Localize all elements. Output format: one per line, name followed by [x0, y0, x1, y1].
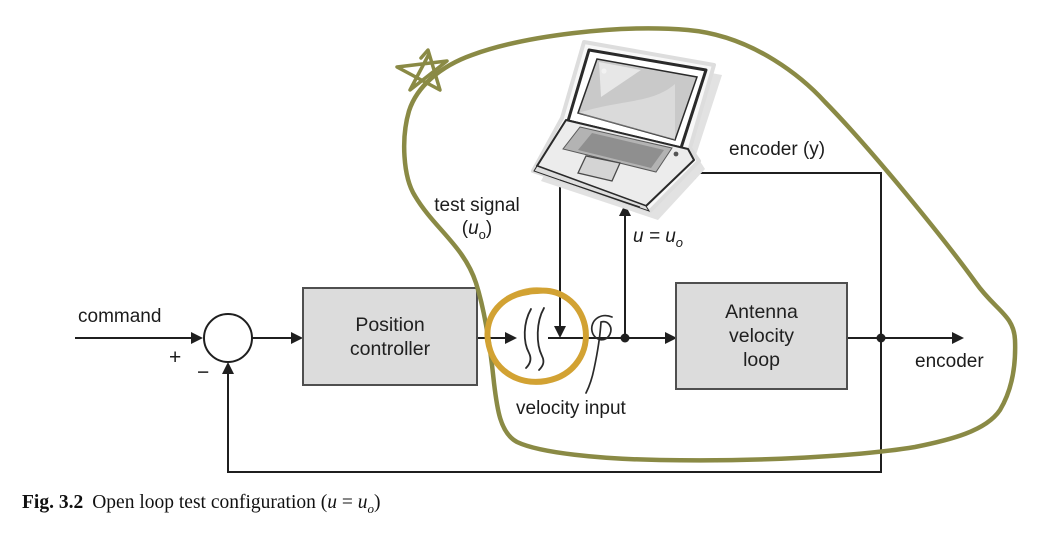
encoder-out-label: encoder — [915, 351, 984, 372]
command-label: command — [78, 306, 162, 327]
test-signal-label: test signal (uo) — [408, 194, 546, 246]
laptop-power-dot — [673, 151, 679, 157]
laptop-front-edge — [533, 165, 651, 212]
arrowhead-at-break — [505, 332, 517, 344]
squiggle-pointer — [585, 314, 613, 394]
figure-caption-var-u2: u — [357, 492, 368, 513]
hand-drawn-loop-annotation — [395, 26, 1018, 463]
plus-sign: + — [169, 346, 182, 369]
break-symbol-right — [536, 307, 545, 371]
arrowhead-into-antenna — [665, 332, 677, 344]
laptop-icon — [531, 40, 722, 220]
encoder-y-line — [696, 172, 882, 338]
test-signal-paren-open: ( — [461, 218, 469, 239]
position-controller-line1: Position — [355, 313, 425, 336]
laptop-webcam-dot — [601, 68, 607, 74]
figure-caption-equals: = — [337, 492, 358, 513]
test-signal-text: test signal — [434, 195, 520, 216]
figure-caption-sub-o: o — [367, 500, 375, 516]
u-tap-dot — [620, 333, 630, 343]
antenna-velocity-loop-label: Antenna velocity loop — [676, 283, 847, 389]
arrowhead-u-into-laptop — [619, 204, 631, 216]
antenna-line3: loop — [743, 349, 780, 371]
arrowhead-encoder-out — [952, 332, 964, 344]
arrowhead-into-junction — [191, 332, 203, 344]
antenna-line1: Antenna — [725, 301, 798, 323]
laptop-screen-glare — [599, 62, 641, 97]
position-controller-label: Position controller — [303, 288, 477, 385]
star-doodle-icon — [395, 48, 449, 92]
u-equals-text: u = u — [633, 226, 676, 247]
summing-junction — [203, 313, 253, 363]
orange-circle-path — [484, 287, 589, 385]
test-signal-sub: o — [478, 226, 486, 242]
encoder-tap-dot — [876, 333, 886, 343]
u-equals-sub: o — [675, 234, 684, 250]
signal-lines — [75, 172, 952, 473]
arrowhead-into-controller — [291, 332, 303, 344]
u-equals-label: u = uo — [633, 225, 683, 254]
antenna-line2: velocity — [728, 325, 795, 347]
figure-caption-close: ) — [374, 492, 381, 513]
olive-loop-path — [401, 26, 1018, 463]
minus-sign: − — [197, 361, 210, 384]
feedback-line — [227, 338, 882, 473]
position-controller-line2: controller — [349, 337, 431, 360]
hand-drawn-circle-annotation — [484, 287, 613, 394]
orange-circle-overdraw — [505, 287, 544, 301]
break-symbol-left — [523, 308, 532, 369]
figure-caption-text: Open loop test configuration ( — [92, 492, 328, 513]
laptop-keys — [578, 133, 664, 168]
encoder-y-label: encoder (y) — [729, 139, 826, 160]
test-signal-paren-close: ) — [485, 218, 493, 239]
laptop-edge-line — [559, 179, 641, 208]
velocity-input-label: velocity input — [516, 398, 626, 419]
antenna-velocity-loop-box — [675, 282, 848, 390]
position-controller-box — [302, 287, 478, 386]
laptop-trackpad — [577, 155, 621, 182]
figure-caption-number: Fig. 3.2 — [22, 492, 84, 513]
arrowhead-test-signal-down — [554, 326, 566, 338]
test-signal-var: u — [468, 218, 479, 239]
arrowhead-feedback-up — [222, 362, 234, 374]
laptop-screen-swoosh — [578, 84, 675, 140]
figure-caption-var-u: u — [327, 492, 337, 513]
